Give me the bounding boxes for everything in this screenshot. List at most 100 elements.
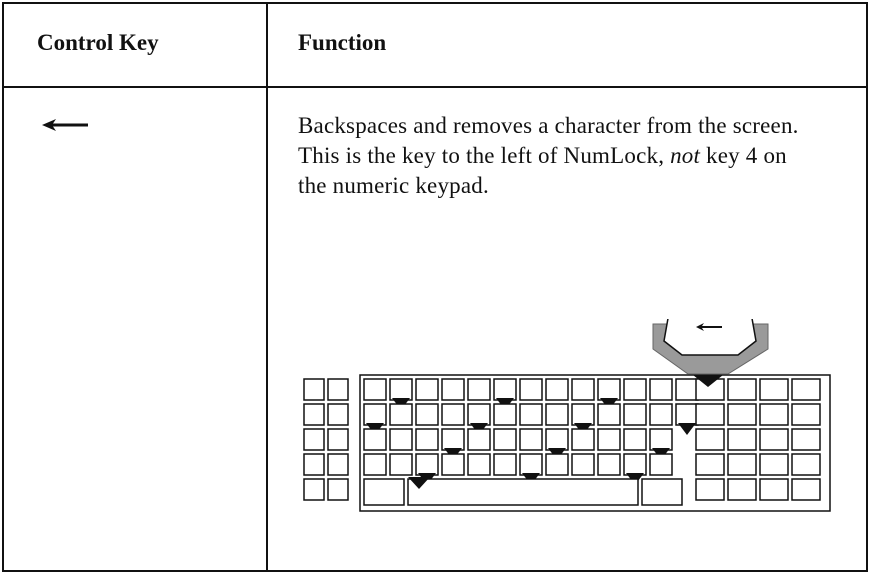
keyboard-key — [363, 478, 405, 506]
description-text-2: key 4 on the numeric keypad. — [298, 143, 787, 198]
keyboard-key — [389, 403, 413, 426]
keyboard-key — [727, 478, 757, 501]
left-arrow-icon — [42, 119, 88, 131]
keyboard-key — [519, 428, 543, 451]
key-shadow — [693, 375, 723, 387]
keyboard-key — [545, 453, 569, 476]
keyboard-key — [649, 428, 673, 451]
keyboard-key — [389, 453, 413, 476]
keyboard-key — [791, 378, 821, 401]
keyboard-key — [359, 374, 831, 512]
keyboard-key — [327, 428, 349, 451]
keyboard-key — [303, 478, 325, 501]
keyboard-key — [759, 453, 789, 476]
keyboard-key — [571, 428, 595, 451]
keyboard-key — [727, 428, 757, 451]
keyboard-key — [467, 428, 491, 451]
keyboard-key — [545, 378, 569, 401]
key-shadow — [408, 477, 430, 489]
keyboard-key — [519, 378, 543, 401]
keyboard-key — [759, 403, 789, 426]
keyboard-key — [675, 378, 699, 401]
keyboard-key — [597, 378, 621, 401]
keyboard-key — [759, 478, 789, 501]
keyboard-key — [791, 428, 821, 451]
keyboard-key — [327, 478, 349, 501]
description-emphasis: not — [670, 143, 701, 168]
keyboard-key — [327, 378, 349, 401]
backspace-key — [663, 319, 757, 356]
keyboard-key — [727, 378, 757, 401]
keyboard-key — [649, 378, 673, 401]
header-control-key: Control Key — [37, 30, 159, 55]
keyboard-key — [493, 403, 517, 426]
keyboard-key — [571, 453, 595, 476]
keyboard-key — [303, 378, 325, 401]
keyboard-key — [759, 378, 789, 401]
keyboard-key — [389, 378, 413, 401]
keyboard-key — [303, 403, 325, 426]
keyboard-key — [389, 428, 413, 451]
keyboard-key — [759, 428, 789, 451]
keyboard-key — [695, 453, 725, 476]
keyboard-key — [493, 453, 517, 476]
keyboard-key — [493, 378, 517, 401]
keyboard-key — [727, 453, 757, 476]
keyboard-key — [623, 403, 647, 426]
keyboard-key — [327, 453, 349, 476]
keyboard-key — [597, 403, 621, 426]
keyboard-key — [441, 428, 465, 451]
keyboard-key — [303, 453, 325, 476]
keyboard-key — [415, 453, 439, 476]
description-text-1: Backspaces and removes a character from … — [298, 113, 799, 168]
keyboard-key — [441, 453, 465, 476]
keyboard-key — [363, 403, 387, 426]
keyboard-key — [623, 378, 647, 401]
keyboard-key — [791, 478, 821, 501]
keyboard-key — [441, 403, 465, 426]
keyboard-key — [415, 428, 439, 451]
keyboard-key — [303, 428, 325, 451]
keyboard-key — [519, 453, 543, 476]
keyboard-illustration — [303, 319, 831, 512]
keyboard-key — [695, 428, 725, 451]
keyboard-key — [415, 378, 439, 401]
backspace-arrow-icon — [696, 323, 722, 331]
keyboard-key — [545, 428, 569, 451]
backspace-key-highlight — [652, 319, 769, 387]
keyboard-key — [571, 403, 595, 426]
keyboard-key — [363, 453, 387, 476]
keyboard-key — [597, 453, 621, 476]
keyboard-key — [467, 453, 491, 476]
keyboard-key — [727, 403, 757, 426]
keyboard-key — [467, 403, 491, 426]
header-function: Function — [298, 30, 387, 55]
keyboard-key — [415, 403, 439, 426]
keyboard-key — [695, 478, 725, 501]
keyboard-key — [363, 378, 387, 401]
keyboard-key — [623, 428, 647, 451]
keyboard-key — [519, 403, 543, 426]
keyboard-key — [791, 453, 821, 476]
keyboard-key — [623, 453, 647, 476]
keyboard-key — [545, 403, 569, 426]
keyboard-key — [695, 403, 725, 426]
keyboard-key — [791, 403, 821, 426]
column-divider — [266, 4, 268, 570]
keyboard-key — [649, 453, 673, 476]
header-divider — [4, 86, 866, 88]
keyboard-key — [363, 428, 387, 451]
keyboard-key — [493, 428, 517, 451]
keyboard-key — [597, 428, 621, 451]
keyboard-key — [571, 378, 595, 401]
keyboard-key — [641, 478, 683, 506]
keyboard-key — [441, 378, 465, 401]
key-shadow — [678, 423, 696, 435]
keyboard-key — [649, 403, 673, 426]
function-description: Backspaces and removes a character from … — [298, 111, 818, 201]
keyboard-key — [407, 478, 639, 506]
keyboard-key — [327, 403, 349, 426]
keyboard-key — [467, 378, 491, 401]
keyboard-key — [675, 403, 699, 426]
